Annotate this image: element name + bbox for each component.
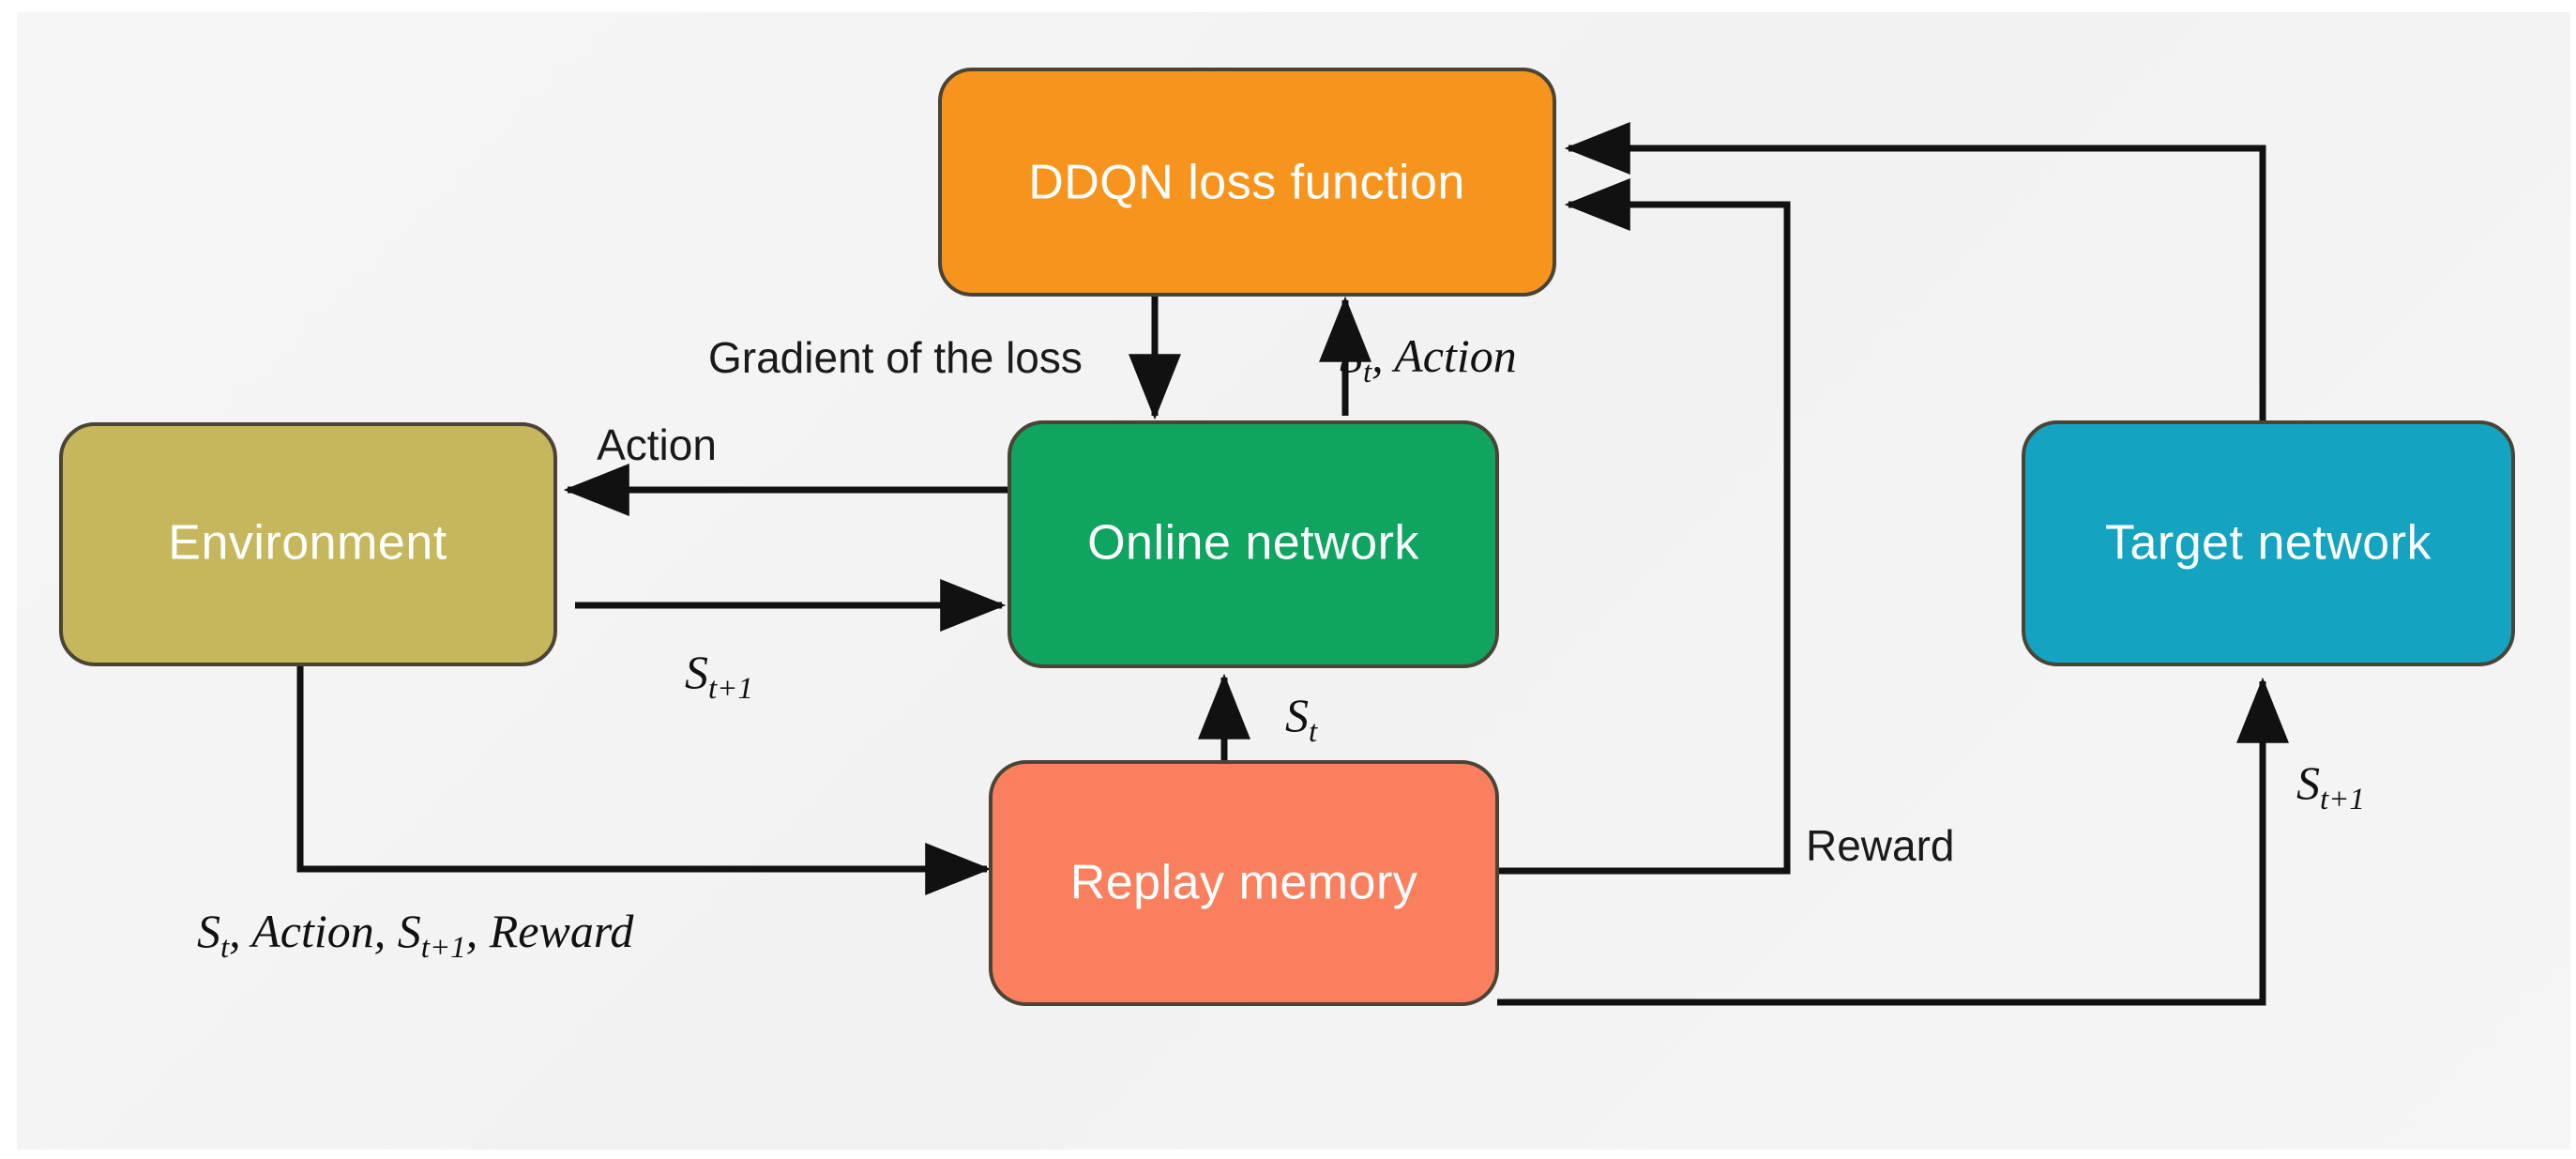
tuple-s2-sub: t+1 [421,931,466,965]
node-label-replay-memory: Replay memory [1070,856,1418,910]
tuple-end: , Reward [466,905,635,957]
node-label-target-network: Target network [2105,516,2432,571]
st-action-s: S [1340,329,1363,382]
st-action-rest: , Action [1371,329,1517,382]
edge-label-st1-environment: St+1 [685,646,753,705]
edge-target-to-loss [1564,122,2266,422]
edge-label-st-action: St, Action [1340,329,1517,389]
edge-label-st1-target: St+1 [2296,756,2365,816]
st1-tgt-s: S [2296,756,2320,809]
tuple-s1-sub: t [220,931,230,965]
node-environment[interactable]: Environment [59,422,557,666]
node-online-network[interactable]: Online network [1008,420,1499,668]
edge-label-transition-tuple: St, Action, St+1, Reward [197,905,634,964]
edge-label-reward: Reward [1806,821,1955,870]
st-replay-sub: t [1309,715,1318,749]
node-label-environment: Environment [168,516,447,571]
edge-label-gradient-of-the-loss: Gradient of the loss [708,333,1083,382]
st1-env-s: S [685,646,708,698]
tuple-s1: S [197,905,220,957]
st-replay-s: S [1285,689,1309,741]
node-label-ddqn-loss-function: DDQN loss function [1028,156,1465,210]
edge-replay-to-target [1497,677,2289,1006]
edge-reward-to-loss [1497,178,1791,875]
edge-label-st-replay: St [1285,689,1318,748]
node-replay-memory[interactable]: Replay memory [989,760,1499,1006]
st1-env-sub: t+1 [708,672,753,706]
node-target-network[interactable]: Target network [2022,420,2515,666]
node-ddqn-loss-function[interactable]: DDQN loss function [938,68,1556,297]
node-label-online-network: Online network [1087,516,1419,571]
st1-tgt-sub: t+1 [2320,783,2365,816]
edge-transition-to-replay [296,663,992,895]
tuple-s2: S [398,905,421,957]
st-action-sub: t [1363,356,1372,389]
edge-label-action: Action [597,420,717,469]
tuple-mid: , Action, [229,905,398,957]
